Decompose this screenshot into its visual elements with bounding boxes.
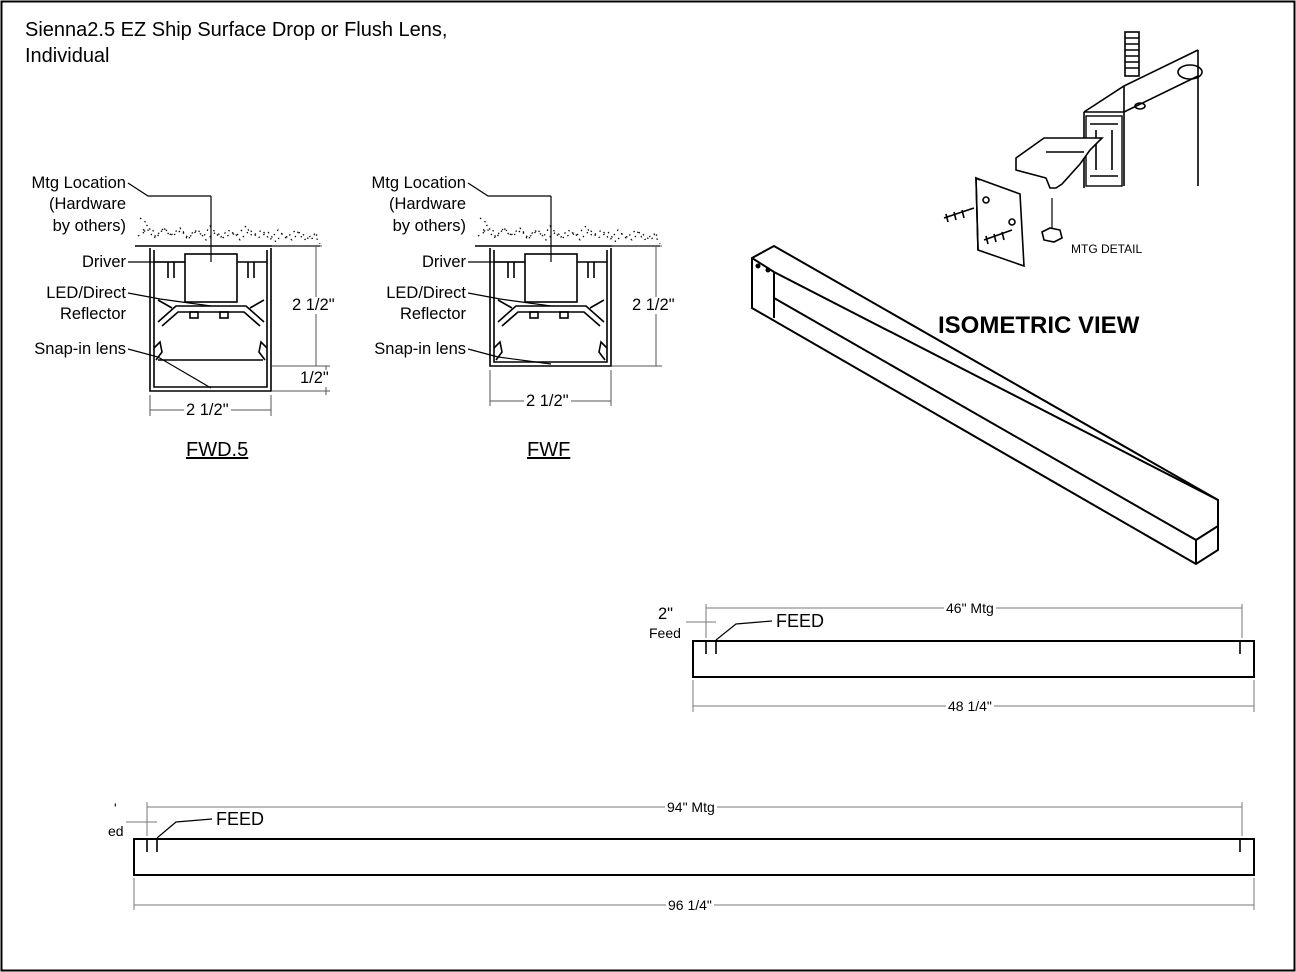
fwd5-callout-snap-in-lens: Snap-in lens	[34, 340, 126, 358]
fixture-8ft-feed-label: FEED	[216, 809, 265, 829]
fixture-4ft-feed-offset-label: Feed	[647, 625, 683, 641]
fwf-callout-by-others: by others)	[392, 217, 466, 235]
fwd5-cross-section	[135, 196, 321, 392]
feed-4ft-leader	[715, 620, 773, 641]
mtg-detail-label: MTG DETAIL	[1071, 242, 1143, 256]
mounting-detail-drawing	[943, 31, 1203, 268]
fwf-ceiling-texture	[477, 217, 661, 245]
fwf-profile-name: FWF	[527, 439, 571, 461]
fixture-4ft	[692, 640, 1255, 678]
fixture-8ft	[133, 838, 1255, 876]
drawing-title-line2: Individual	[25, 45, 110, 67]
fwf-leaders	[467, 182, 552, 365]
fwf-callout-mtg-location: Mtg Location	[371, 174, 466, 192]
fwf-callout-hardware: (Hardware	[388, 195, 466, 213]
fixture-8ft-feed-offset-label: ed	[108, 823, 124, 839]
fwd5-callout-mtg-location: Mtg Location	[31, 174, 126, 192]
feed-8ft-leader	[156, 818, 213, 839]
fwf-height-dimension: 2 1/2"	[630, 296, 677, 314]
fixture-4ft-overall-dimension: 48 1/4"	[946, 698, 994, 714]
fwf-callout-led-direct: LED/Direct	[386, 284, 466, 302]
fwf-callout-driver: Driver	[422, 253, 466, 271]
fwd5-callout-by-others: by others)	[52, 217, 126, 235]
isometric-fixture	[751, 244, 1219, 566]
fixture-4ft-feed-offset: 2"	[656, 605, 676, 623]
fwf-callout-reflector: Reflector	[399, 305, 466, 323]
fwd5-profile-name: FWD.5	[186, 439, 249, 461]
fixture-8ft-overall-dimension: 96 1/4"	[666, 897, 714, 913]
fwd5-drop-dimension: 1/2"	[298, 369, 331, 387]
fixture-8ft-feed-offset: '	[114, 800, 117, 816]
drawing-title-line1: Sienna2.5 EZ Ship Surface Drop or Flush …	[25, 19, 448, 41]
isometric-view-label: ISOMETRIC VIEW	[938, 312, 1140, 339]
fwd5-callout-driver: Driver	[82, 253, 126, 271]
fixture-8ft-mtg-dimension: 94" Mtg	[665, 799, 717, 815]
fwd5-leaders	[127, 182, 212, 389]
fwd5-width-dimension: 2 1/2"	[184, 401, 231, 419]
fixture-4ft-dimensions	[686, 604, 1255, 712]
fwd5-height-dimension: 2 1/2"	[290, 296, 337, 314]
fwf-dimensions	[489, 245, 662, 406]
fixture-4ft-feed-label: FEED	[776, 611, 825, 631]
fwd5-callout-reflector: Reflector	[59, 305, 126, 323]
fwd5-callout-led-direct: LED/Direct	[46, 284, 126, 302]
fwf-width-dimension: 2 1/2"	[524, 392, 571, 410]
fwf-cross-section	[475, 196, 661, 367]
fixture-4ft-mtg-dimension: 46" Mtg	[944, 600, 996, 616]
fixture-8ft-dimensions	[126, 802, 1255, 910]
fwd5-callout-hardware: (Hardware	[48, 195, 126, 213]
fwd5-ceiling-texture	[137, 217, 321, 245]
fwf-callout-snap-in-lens: Snap-in lens	[374, 340, 466, 358]
